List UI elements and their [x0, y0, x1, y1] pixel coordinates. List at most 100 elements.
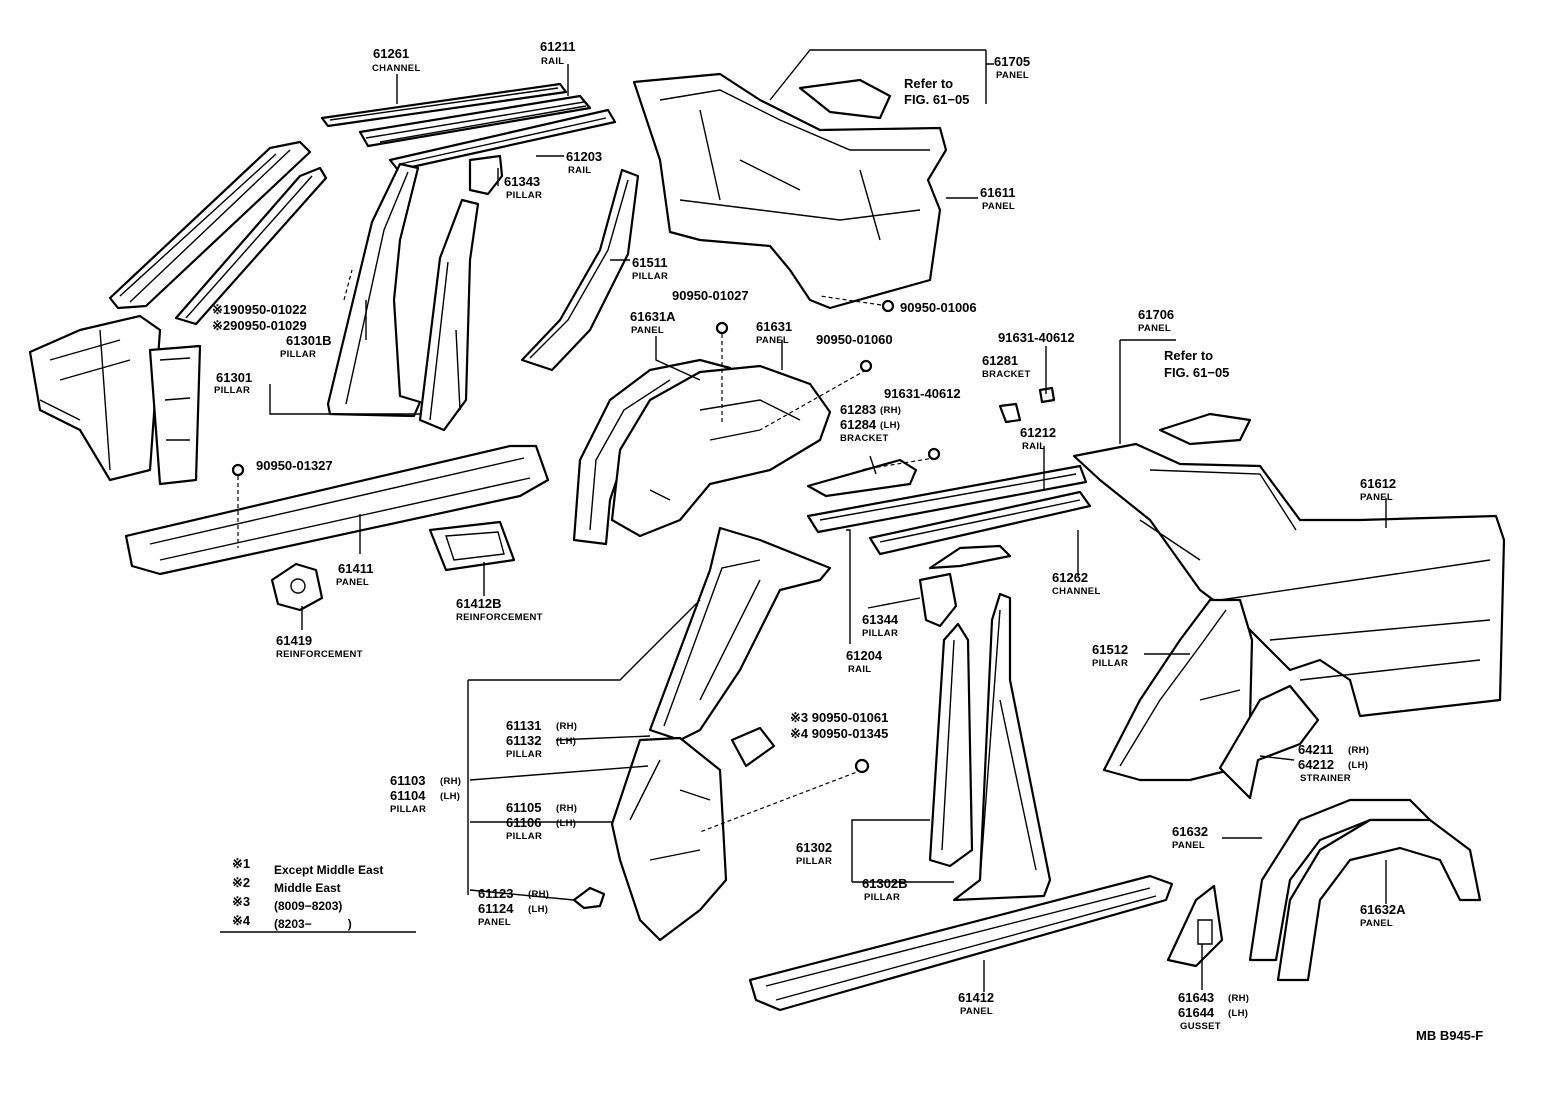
part-name-61284: BRACKET [840, 433, 889, 444]
part-name-61631a: PANEL [631, 325, 664, 336]
fastener-90950-01345: ※4 90950-01345 [790, 726, 888, 741]
part-name-61261: CHANNEL [372, 63, 421, 74]
part-name-61301b: PILLAR [280, 349, 316, 360]
part-number-61612: 61612 [1360, 476, 1396, 491]
part-name-61301: PILLAR [214, 385, 250, 396]
part-side-61123: (RH) [528, 889, 549, 900]
part-number-61212: 61212 [1020, 425, 1056, 440]
part-side-61104: (LH) [440, 791, 460, 802]
part-side-61284: (LH) [880, 420, 900, 431]
part-number-61632: 61632 [1172, 824, 1208, 839]
part-number-61302: 61302 [796, 840, 832, 855]
part-drawing-61512 [1102, 598, 1254, 782]
part-drawing-61261 [320, 82, 568, 128]
fastener-90950-01022: ※190950-01022 [212, 302, 307, 317]
part-side-61283: (RH) [880, 405, 901, 416]
legend-mark-1: ※1 [232, 856, 250, 871]
part-number-61512: 61512 [1092, 642, 1128, 657]
legend-mark-3: ※3 [232, 894, 250, 909]
part-drawing-61412b [428, 520, 516, 572]
part-name-64212: STRAINER [1300, 773, 1351, 784]
fastener-90950-01006: 90950-01006 [900, 300, 977, 315]
part-drawing-64211 [1218, 684, 1320, 800]
part-drawing-61262 [868, 490, 1092, 556]
part-drawing-61419 [270, 562, 324, 612]
part-drawing-roof-rail-left [108, 140, 328, 326]
part-name-61212: RAIL [1022, 441, 1045, 452]
part-number-61632a: 61632A [1360, 902, 1406, 917]
part-number-61419: 61419 [276, 633, 312, 648]
fastener-90950-01027: 90950-01027 [672, 288, 749, 303]
part-number-61705: 61705 [994, 54, 1030, 69]
fastener-markers [231, 269, 941, 833]
diagram-code: MB B945-F [1416, 1028, 1483, 1043]
fastener-90950-01060: 90950-01060 [816, 332, 893, 347]
part-name-61419: REINFORCEMENT [276, 649, 363, 660]
reference-2-line-1: Refer to [1164, 348, 1213, 363]
part-side-61132: (LH) [556, 736, 576, 747]
part-drawing-61643 [1166, 884, 1224, 968]
part-name-61412: PANEL [960, 1006, 993, 1017]
part-name-61106: PILLAR [506, 831, 542, 842]
part-number-61611: 61611 [980, 185, 1015, 200]
part-name-61211: RAIL [541, 56, 564, 67]
legend-text-4: (8203− ) [274, 917, 352, 931]
legend-text-2: Middle East [274, 881, 341, 895]
part-name-61644: GUSSET [1180, 1021, 1221, 1032]
part-number-61343: 61343 [504, 174, 540, 189]
reference-1-line-1: Refer to [904, 76, 953, 91]
part-number-61131: 61131 [506, 718, 541, 733]
part-name-61412b: REINFORCEMENT [456, 612, 543, 623]
part-name-61706: PANEL [1138, 323, 1171, 334]
leader-lines [269, 49, 1387, 992]
part-labels: 61261 CHANNEL 61211 RAIL 61203 RAIL 6134… [214, 39, 1406, 1032]
part-side-61124: (LH) [528, 904, 548, 915]
part-name-61302: PILLAR [796, 856, 832, 867]
part-number-61124: 61124 [478, 901, 514, 916]
part-number-61284: 61284 [840, 417, 877, 432]
legend: ※1 Except Middle East ※2 Middle East ※3 … [232, 856, 383, 931]
fastener-90950-01061: ※3 90950-01061 [790, 710, 888, 725]
part-name-61612: PANEL [1360, 492, 1393, 503]
part-name-61632: PANEL [1172, 840, 1205, 851]
part-name-61104: PILLAR [390, 804, 426, 815]
figure-references: Refer to FIG. 61−05 Refer to FIG. 61−05 [904, 76, 1229, 380]
part-number-61412b: 61412B [456, 596, 502, 611]
part-number-61104: 61104 [390, 788, 426, 803]
part-number-61106: 61106 [506, 815, 541, 830]
part-number-61301: 61301 [216, 370, 252, 385]
part-name-61512: PILLAR [1092, 658, 1128, 669]
part-drawing-front-left-structure [28, 314, 202, 486]
part-number-61105: 61105 [506, 800, 541, 815]
part-drawing-61211 [358, 94, 592, 148]
reference-1-line-2: FIG. 61−05 [904, 92, 969, 107]
part-number-61204: 61204 [846, 648, 883, 663]
part-name-61343: PILLAR [506, 190, 542, 201]
part-name-61262: CHANNEL [1052, 586, 1101, 597]
part-number-61301b: 61301B [286, 333, 332, 348]
fastener-91631-40612-a: 91631-40612 [998, 330, 1075, 345]
part-number-64212: 64212 [1298, 757, 1334, 772]
part-drawing-61103 [610, 726, 776, 942]
fastener-90950-01327: 90950-01327 [256, 458, 333, 473]
part-number-61644: 61644 [1178, 1005, 1215, 1020]
part-drawing-61301 [326, 154, 504, 432]
legend-text-3: (8009−8203) [274, 899, 342, 913]
part-name-61411: PANEL [336, 577, 369, 588]
part-name-61203: RAIL [568, 165, 591, 176]
part-drawing-61283 [806, 458, 918, 498]
fastener-labels: ※190950-01022 ※290950-01029 90950-01327 … [212, 288, 1075, 741]
part-number-61261: 61261 [373, 46, 409, 61]
part-number-61511: 61511 [632, 255, 667, 270]
part-name-61632a: PANEL [1360, 918, 1393, 929]
part-side-64212: (LH) [1348, 760, 1368, 771]
part-number-61344: 61344 [862, 612, 899, 627]
part-name-61344: PILLAR [862, 628, 898, 639]
part-drawing-61631 [610, 364, 832, 538]
part-drawing-61412 [748, 874, 1174, 1012]
part-drawing-61511 [520, 168, 640, 372]
part-number-61706: 61706 [1138, 307, 1174, 322]
part-number-61103: 61103 [390, 773, 425, 788]
part-drawing-61131 [648, 526, 832, 742]
part-name-61124: PANEL [478, 917, 511, 928]
